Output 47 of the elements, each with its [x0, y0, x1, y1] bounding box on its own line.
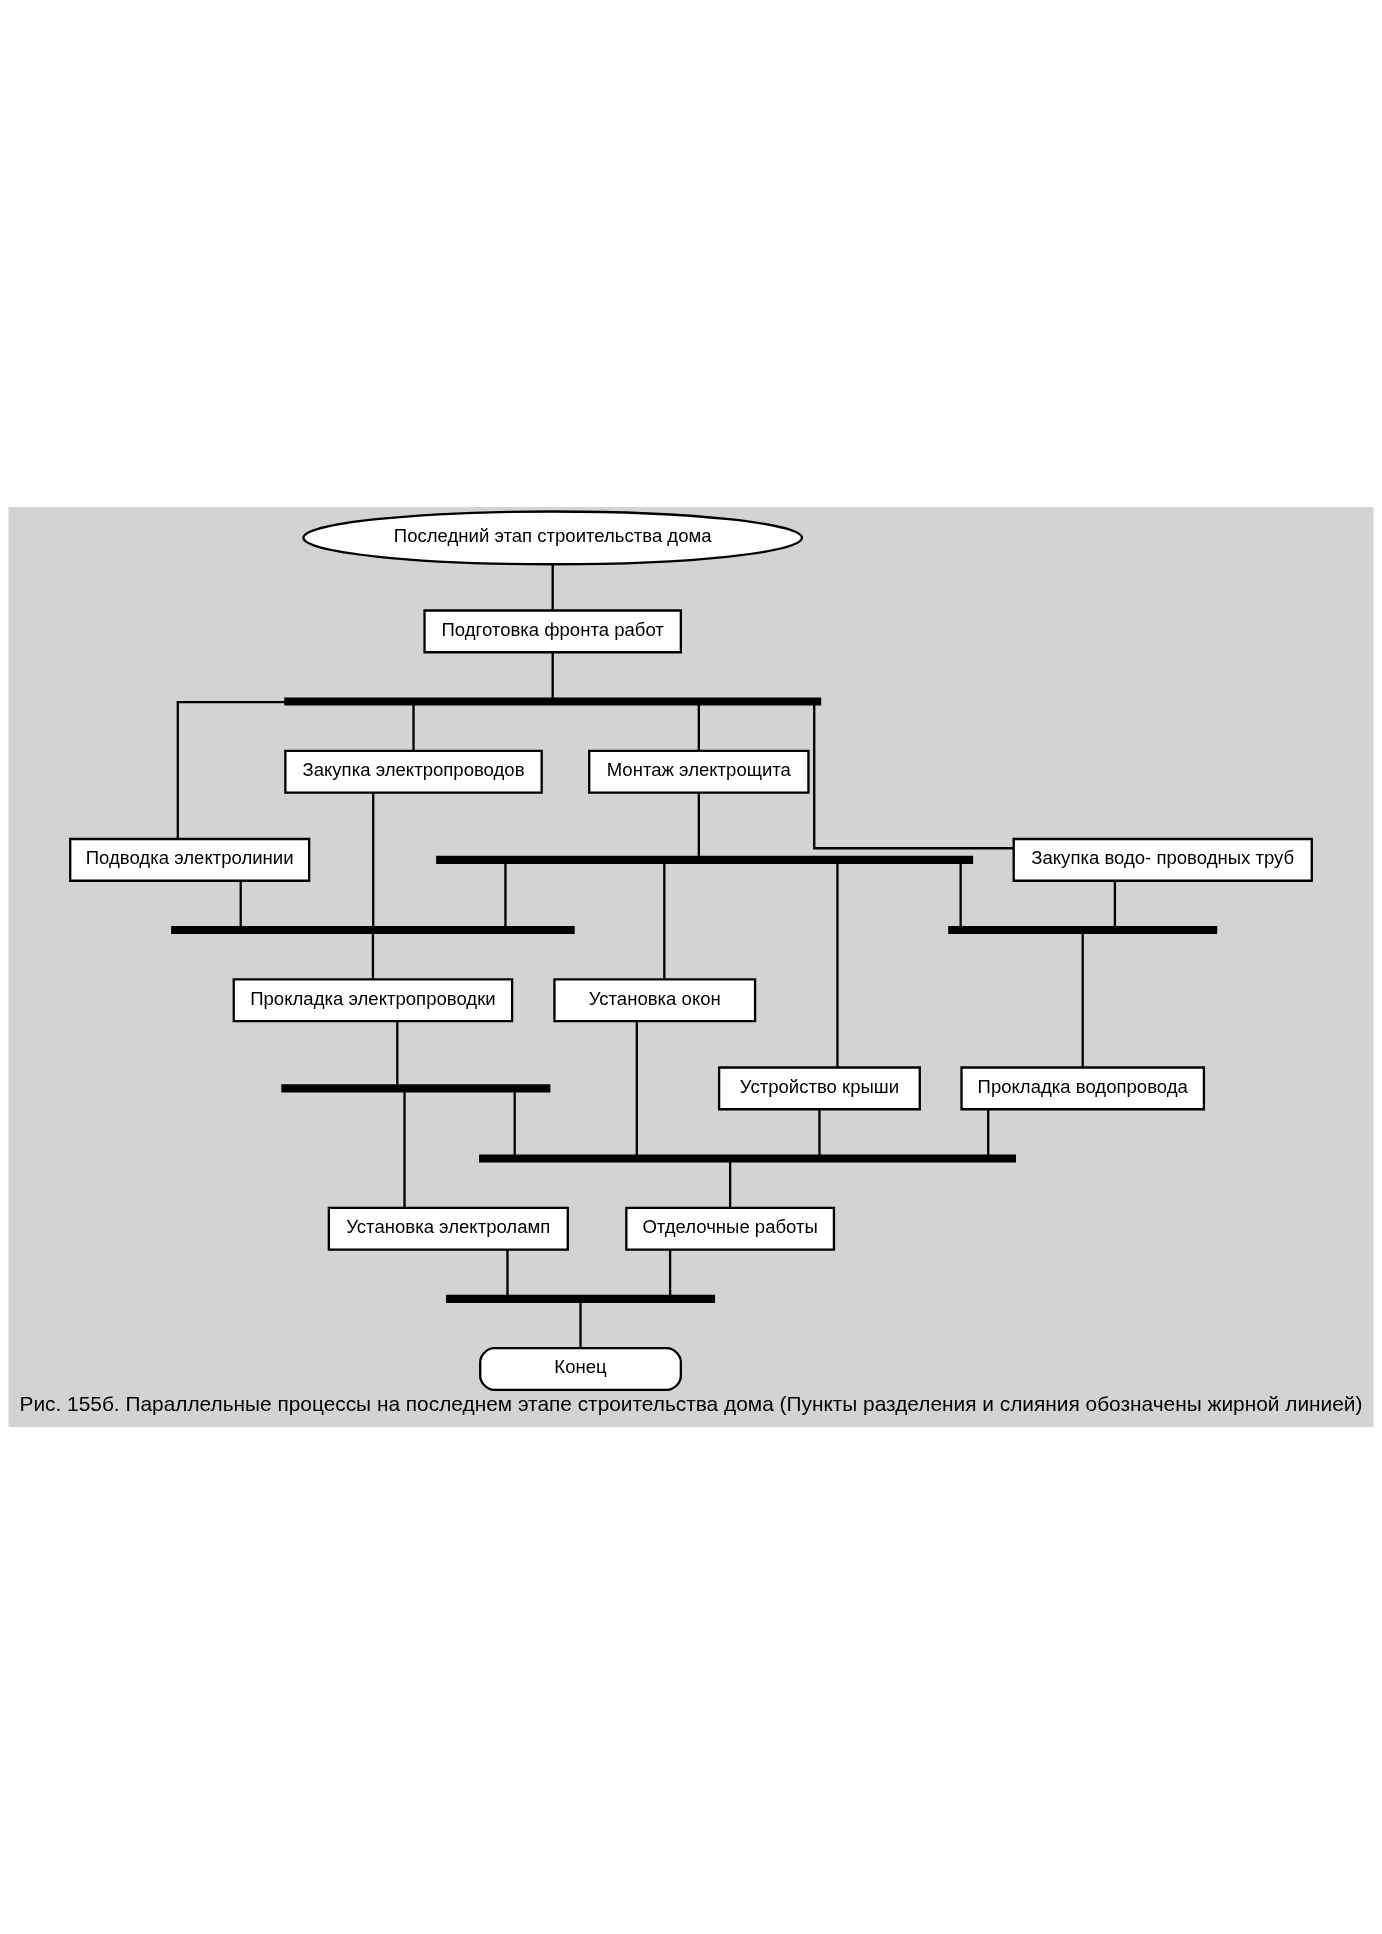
- connector: [551, 652, 554, 699]
- node-box: Закупка водо- проводных труб: [1012, 837, 1313, 882]
- connector: [663, 862, 666, 979]
- connector: [1081, 933, 1084, 1068]
- node-bar: [171, 925, 575, 935]
- connector: [729, 1161, 732, 1208]
- node-bar: [284, 697, 822, 706]
- connector: [1113, 880, 1117, 927]
- node-box: Установка окон: [553, 978, 757, 1023]
- node-box: Закупка электропроводов: [284, 749, 543, 794]
- connector: [635, 1021, 638, 1156]
- connector: [403, 1091, 406, 1208]
- node-box: Установка электроламп: [327, 1206, 569, 1251]
- connector: [551, 564, 554, 611]
- node-box: Монтаж электрощита: [588, 749, 810, 794]
- connector: [813, 704, 1014, 850]
- connector: [239, 880, 242, 927]
- node-box: Прокладка электропроводки: [232, 978, 514, 1023]
- connector: [987, 1109, 990, 1156]
- connector: [836, 863, 839, 1068]
- connector: [959, 862, 962, 928]
- node-bar: [436, 855, 974, 864]
- connector: [697, 792, 700, 857]
- node-bar: [281, 1084, 551, 1093]
- connector: [176, 700, 286, 839]
- connector: [504, 862, 507, 928]
- node-ellipse: Последний этап строительства дома: [302, 510, 804, 566]
- node-box: Подготовка фронта работ: [423, 609, 682, 654]
- connector: [412, 704, 415, 751]
- connector: [697, 704, 700, 751]
- node-bar: [948, 925, 1218, 935]
- node-box: Устройство крыши: [717, 1066, 921, 1111]
- node-bar: [479, 1154, 1017, 1163]
- node-box: Отделочные работы: [625, 1206, 836, 1251]
- connector: [396, 1021, 399, 1085]
- connector: [818, 1109, 821, 1156]
- node-box: Прокладка водопровода: [960, 1066, 1206, 1111]
- connector: [513, 1091, 516, 1156]
- connector: [668, 1249, 672, 1296]
- connector: [579, 1301, 582, 1349]
- connector: [371, 933, 375, 980]
- node-box: Конец: [479, 1346, 682, 1392]
- caption: Рис. 155б. Параллельные процессы на последнем этапе строительства дома (Пункты разделения и слияния обозначены жирной линией): [19, 1392, 1363, 1416]
- node-bar: [446, 1294, 716, 1303]
- connector: [372, 792, 375, 927]
- connector: [506, 1249, 509, 1296]
- node-box: Подводка электролинии: [69, 837, 311, 882]
